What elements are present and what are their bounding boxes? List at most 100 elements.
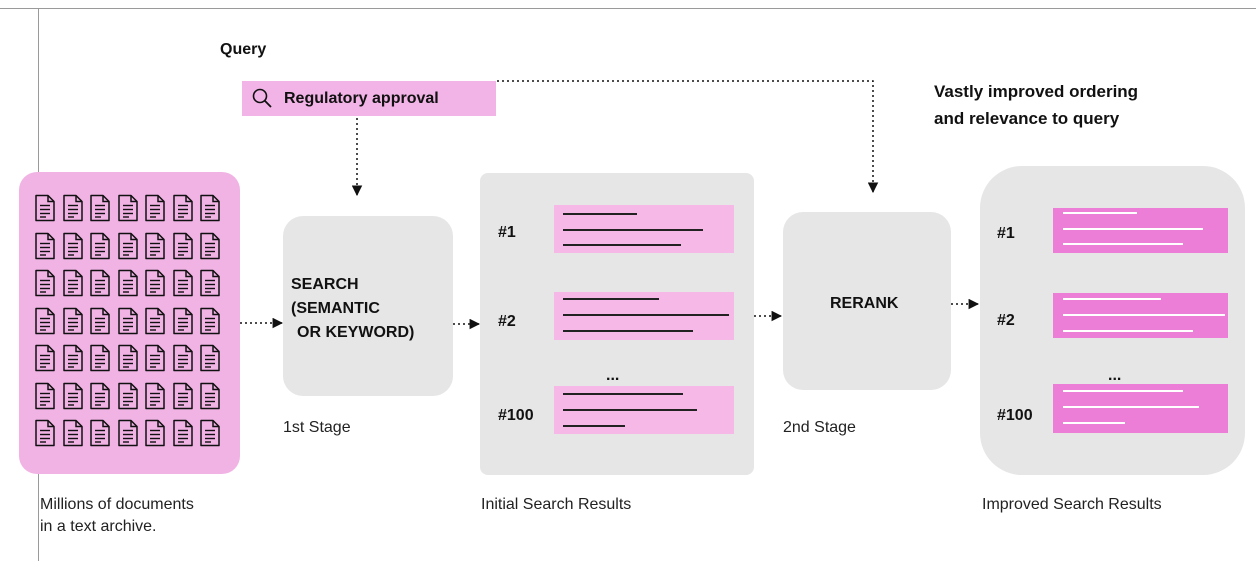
frame-top-border (0, 8, 1256, 9)
initial-rank-2: #2 (498, 313, 516, 330)
document-icon (90, 269, 110, 297)
document-icon (200, 269, 220, 297)
text-line (1063, 422, 1125, 424)
document-icon (62, 382, 83, 409)
initial-result-card-100 (554, 386, 734, 434)
document-icon (117, 419, 138, 447)
document-icon (200, 382, 220, 409)
text-line (1063, 314, 1225, 316)
document-icon (172, 307, 193, 334)
text-line (563, 314, 729, 316)
text-line (563, 298, 659, 300)
document-icon (90, 344, 110, 372)
improved-result-card-1 (1053, 208, 1228, 253)
document-icon (90, 419, 110, 447)
document-icon (62, 194, 83, 222)
document-icon (90, 232, 110, 259)
archive-caption-line1: Millions of documents (40, 496, 194, 513)
text-line (563, 213, 637, 215)
improved-result-card-2 (1053, 293, 1228, 338)
search-icon (252, 88, 272, 108)
document-icon (145, 419, 165, 447)
text-line (563, 425, 625, 427)
document-icon (145, 382, 165, 409)
query-box: Regulatory approval (242, 81, 496, 116)
search-label-line2: (SEMANTIC (291, 300, 380, 317)
document-icon (117, 232, 138, 259)
document-icon (35, 232, 55, 259)
document-icon (200, 307, 220, 334)
document-icon (35, 269, 55, 297)
document-icon (35, 344, 55, 372)
document-icon (200, 419, 220, 447)
document-icon (35, 194, 55, 222)
text-line (1063, 228, 1203, 230)
initial-rank-100: #100 (498, 407, 534, 424)
document-icon (172, 269, 193, 297)
search-label-line1: SEARCH (291, 276, 359, 293)
query-text: Regulatory approval (284, 90, 439, 107)
document-icon (35, 419, 55, 447)
initial-rank-1: #1 (498, 224, 516, 241)
search-stage-label: SEARCH (SEMANTIC OR KEYWORD) (291, 273, 414, 345)
search-stage-box: SEARCH (SEMANTIC OR KEYWORD) (283, 216, 453, 396)
improved-rank-100: #100 (997, 407, 1033, 424)
search-label-line3: OR KEYWORD) (297, 324, 415, 341)
text-line (563, 393, 683, 395)
stage2-caption: 2nd Stage (783, 419, 856, 436)
improved-results-panel: #1 #2 #100 ... (980, 166, 1245, 475)
text-line (563, 330, 693, 332)
improved-results-caption: Improved Search Results (982, 496, 1162, 513)
text-line (563, 244, 681, 246)
improvement-note-line1: Vastly improved ordering (934, 82, 1139, 101)
query-heading: Query (220, 41, 267, 58)
document-icon (172, 419, 193, 447)
document-icon (62, 419, 83, 447)
document-icon (35, 382, 55, 409)
improved-rank-2: #2 (997, 312, 1015, 329)
document-icon (200, 232, 220, 259)
document-icon (200, 344, 220, 372)
document-icon (172, 382, 193, 409)
rerank-label: RERANK (830, 295, 899, 312)
document-icon (145, 344, 165, 372)
initial-ellipsis: ... (606, 367, 620, 384)
document-icon (145, 232, 165, 259)
document-icon (90, 194, 110, 222)
document-icon (117, 269, 138, 297)
document-icon (145, 307, 165, 334)
text-line (1063, 406, 1199, 408)
initial-result-card-2 (554, 292, 734, 340)
archive-caption: Millions of documents in a text archive. (40, 494, 194, 538)
initial-results-caption: Initial Search Results (481, 496, 632, 513)
document-archive (19, 172, 240, 474)
initial-results-panel: #1 #2 #100 ... (480, 173, 754, 475)
document-icon (35, 307, 55, 334)
document-icon (90, 382, 110, 409)
document-icon (172, 194, 193, 222)
improved-rank-1: #1 (997, 225, 1015, 242)
text-line (1063, 330, 1193, 332)
text-line (563, 229, 703, 231)
document-icon (172, 232, 193, 259)
document-icon (117, 382, 138, 409)
document-icon (172, 344, 193, 372)
document-icon (117, 307, 138, 334)
text-line (1063, 298, 1161, 300)
query-to-rerank-connector (497, 80, 879, 194)
stage1-caption: 1st Stage (283, 419, 351, 436)
improved-ellipsis: ... (1108, 367, 1122, 384)
text-line (563, 409, 697, 411)
document-icon (145, 194, 165, 222)
improvement-note-line2: and relevance to query (934, 109, 1120, 128)
document-icon (62, 344, 83, 372)
improved-result-card-100 (1053, 384, 1228, 433)
initial-result-card-1 (554, 205, 734, 253)
document-icon (62, 307, 83, 334)
document-icon (200, 194, 220, 222)
improvement-note: Vastly improved ordering and relevance t… (934, 78, 1138, 132)
document-icon (62, 269, 83, 297)
document-icon (62, 232, 83, 259)
archive-caption-line2: in a text archive. (40, 518, 157, 535)
